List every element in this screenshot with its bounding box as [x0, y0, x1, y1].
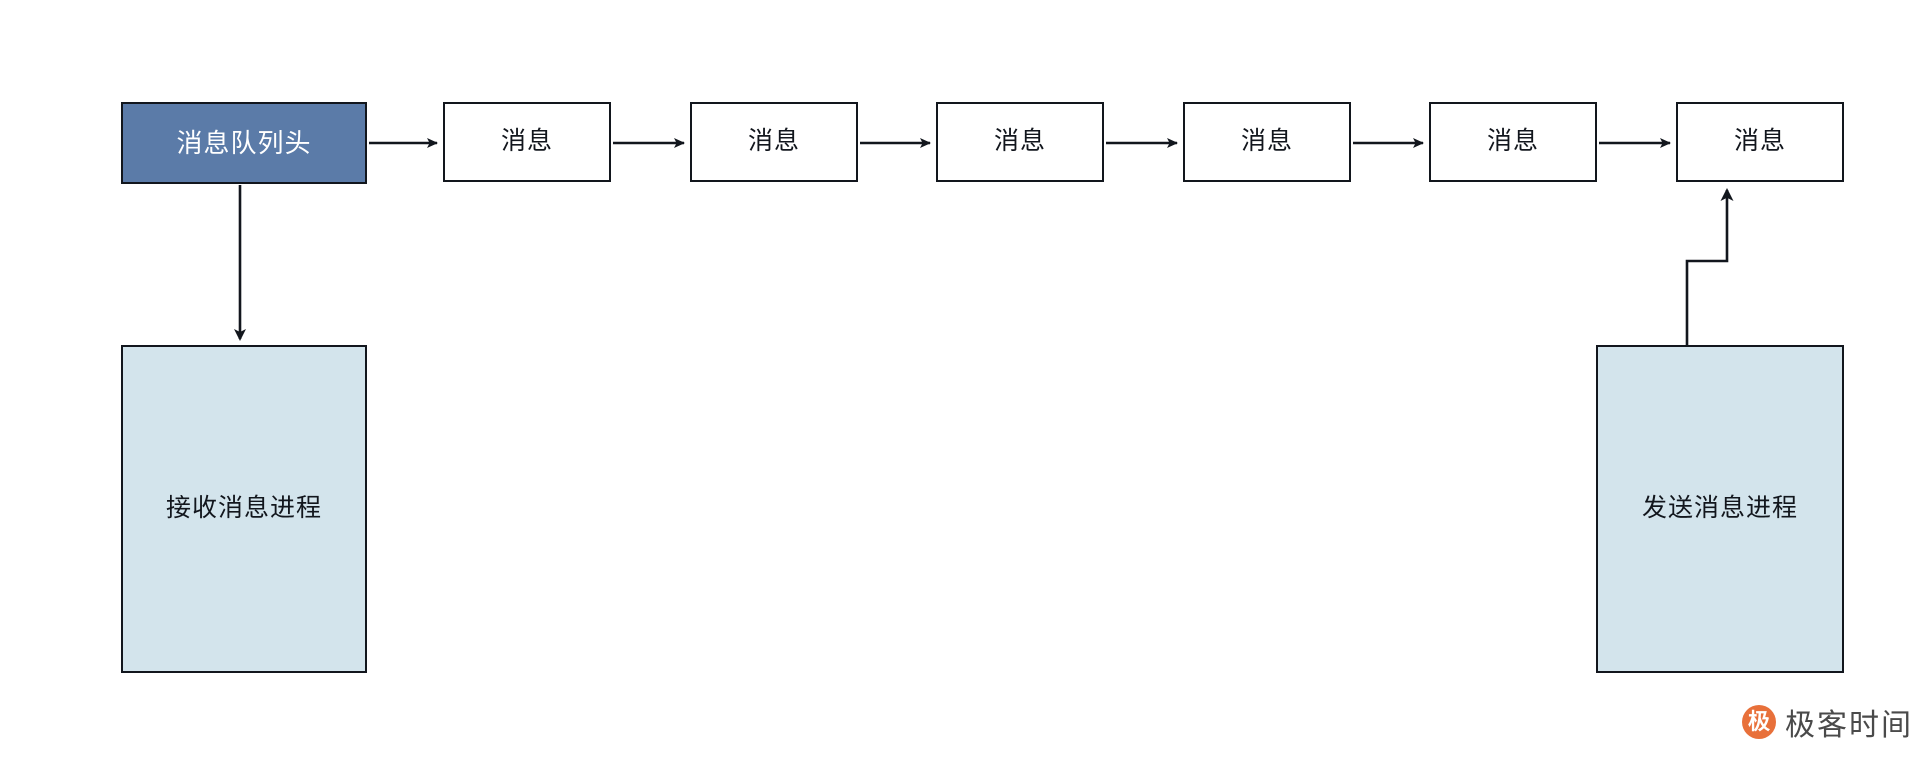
node-send-process-label: 发送消息进程: [1641, 494, 1798, 523]
watermark: 极 极客时间: [1742, 700, 1913, 744]
node-message-4-label: 消息: [1240, 127, 1293, 156]
edge-send-process-to-message-6: [1685, 188, 1734, 345]
node-message-1-label: 消息: [500, 127, 553, 156]
node-message-1[interactable]: 消息: [443, 102, 611, 182]
node-message-4[interactable]: 消息: [1183, 102, 1351, 182]
node-message-6[interactable]: 消息: [1676, 102, 1844, 182]
node-message-5-label: 消息: [1486, 127, 1539, 156]
geekbang-logo-icon: 极: [1742, 705, 1776, 739]
node-message-2-label: 消息: [747, 127, 800, 156]
node-message-2[interactable]: 消息: [690, 102, 858, 182]
node-receive-process[interactable]: 接收消息进程: [121, 345, 367, 673]
node-send-process[interactable]: 发送消息进程: [1596, 345, 1844, 673]
node-receive-process-label: 接收消息进程: [165, 494, 322, 523]
node-queue-head[interactable]: 消息队列头: [121, 102, 367, 184]
node-message-3-label: 消息: [993, 127, 1046, 156]
node-message-6-label: 消息: [1733, 127, 1786, 156]
node-message-3[interactable]: 消息: [936, 102, 1104, 182]
node-message-5[interactable]: 消息: [1429, 102, 1597, 182]
node-queue-head-label: 消息队列头: [176, 127, 312, 158]
watermark-label: 极客时间: [1785, 709, 1913, 742]
